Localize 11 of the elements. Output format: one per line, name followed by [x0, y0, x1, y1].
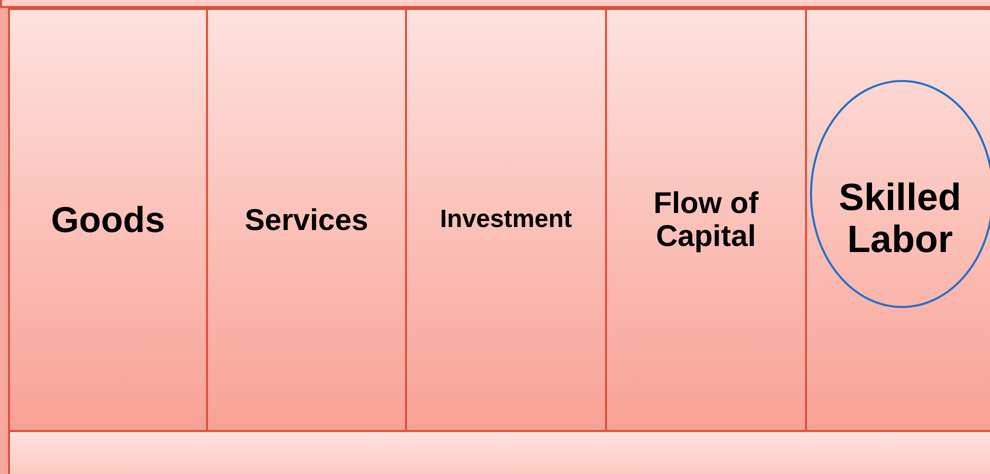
column-panel [206, 8, 407, 432]
column-panel [405, 8, 607, 432]
column-label: Skilled Labor [838, 178, 962, 262]
column-label: Flow of Capital [652, 187, 760, 253]
column-panel [8, 8, 208, 432]
column-label: Services [244, 204, 370, 236]
column-panel [605, 8, 807, 432]
column-label: Goods [50, 200, 166, 240]
bottom-band [8, 430, 990, 474]
column-panel [805, 8, 990, 432]
column-label: Investment [439, 206, 573, 234]
